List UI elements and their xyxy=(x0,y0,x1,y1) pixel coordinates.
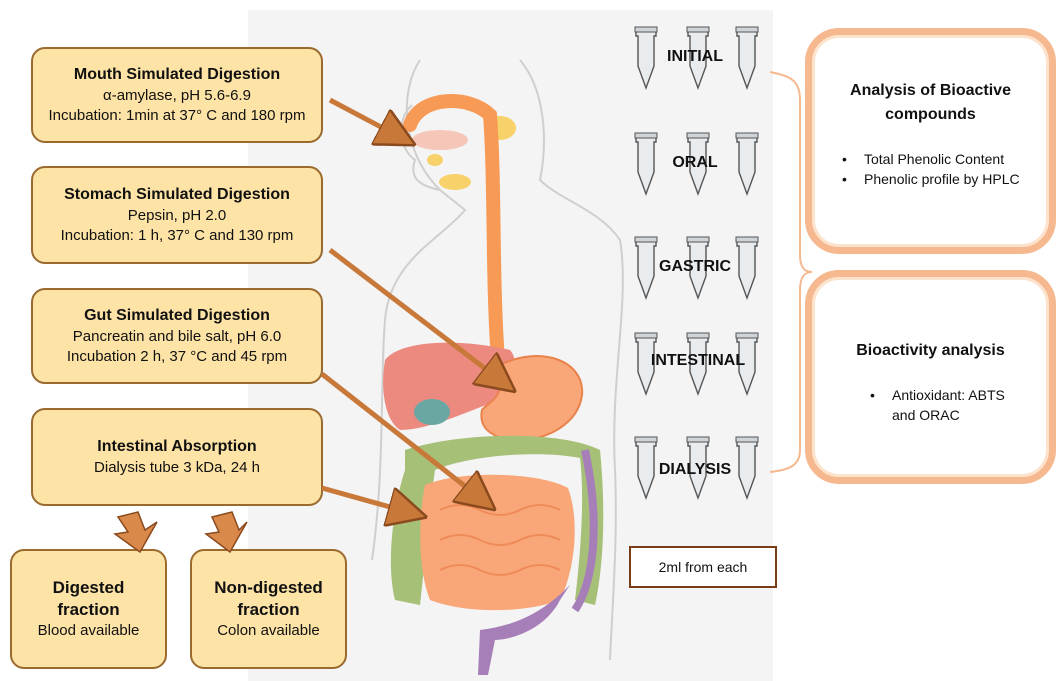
bioactive-compounds-title-2: compounds xyxy=(812,103,1049,127)
sample-tube-cap-icon xyxy=(687,333,709,338)
sample-label-dialysis: DIALYSIS xyxy=(640,461,750,479)
bioactivity-analysis-item: Antioxidant: ABTS xyxy=(878,385,1005,405)
sample-tube-cap-icon xyxy=(736,27,758,32)
bioactivity-analysis-box: Bioactivity analysis Antioxidant: ABTS a… xyxy=(805,270,1056,484)
sample-label-initial: INITIAL xyxy=(640,48,750,66)
bioactive-compounds-box: Analysis of Bioactive compounds Total Ph… xyxy=(805,28,1056,254)
bioactive-compounds-item: Phenolic profile by HPLC xyxy=(850,169,1020,189)
bioactive-compounds-title-1: Analysis of Bioactive xyxy=(812,79,1049,103)
sample-tube-cap-icon xyxy=(736,237,758,242)
sample-tube-cap-icon xyxy=(687,27,709,32)
sample-label-intestinal: INTESTINAL xyxy=(643,352,753,370)
sample-tube-cap-icon xyxy=(687,237,709,242)
sample-tube-cap-icon xyxy=(687,437,709,442)
sample-label-gastric: GASTRIC xyxy=(640,258,750,276)
bioactivity-analysis-item: and ORAC xyxy=(878,405,1005,425)
sample-tube-cap-icon xyxy=(635,437,657,442)
sample-note: 2ml from each xyxy=(629,546,777,588)
bioactivity-analysis-list: Antioxidant: ABTS and ORAC xyxy=(856,385,1005,425)
sample-tube-cap-icon xyxy=(736,333,758,338)
sample-tube-cap-icon xyxy=(736,133,758,138)
sample-tube-cap-icon xyxy=(635,133,657,138)
sample-tube-cap-icon xyxy=(687,133,709,138)
sample-tube-cap-icon xyxy=(635,237,657,242)
bioactive-compounds-list: Total Phenolic Content Phenolic profile … xyxy=(828,149,1020,189)
sample-tube-cap-icon xyxy=(635,27,657,32)
sample-tube-cap-icon xyxy=(736,437,758,442)
bioactive-compounds-item: Total Phenolic Content xyxy=(850,149,1020,169)
sample-tube-cap-icon xyxy=(635,333,657,338)
sample-label-oral: ORAL xyxy=(640,154,750,172)
bioactivity-analysis-title: Bioactivity analysis xyxy=(812,339,1049,363)
